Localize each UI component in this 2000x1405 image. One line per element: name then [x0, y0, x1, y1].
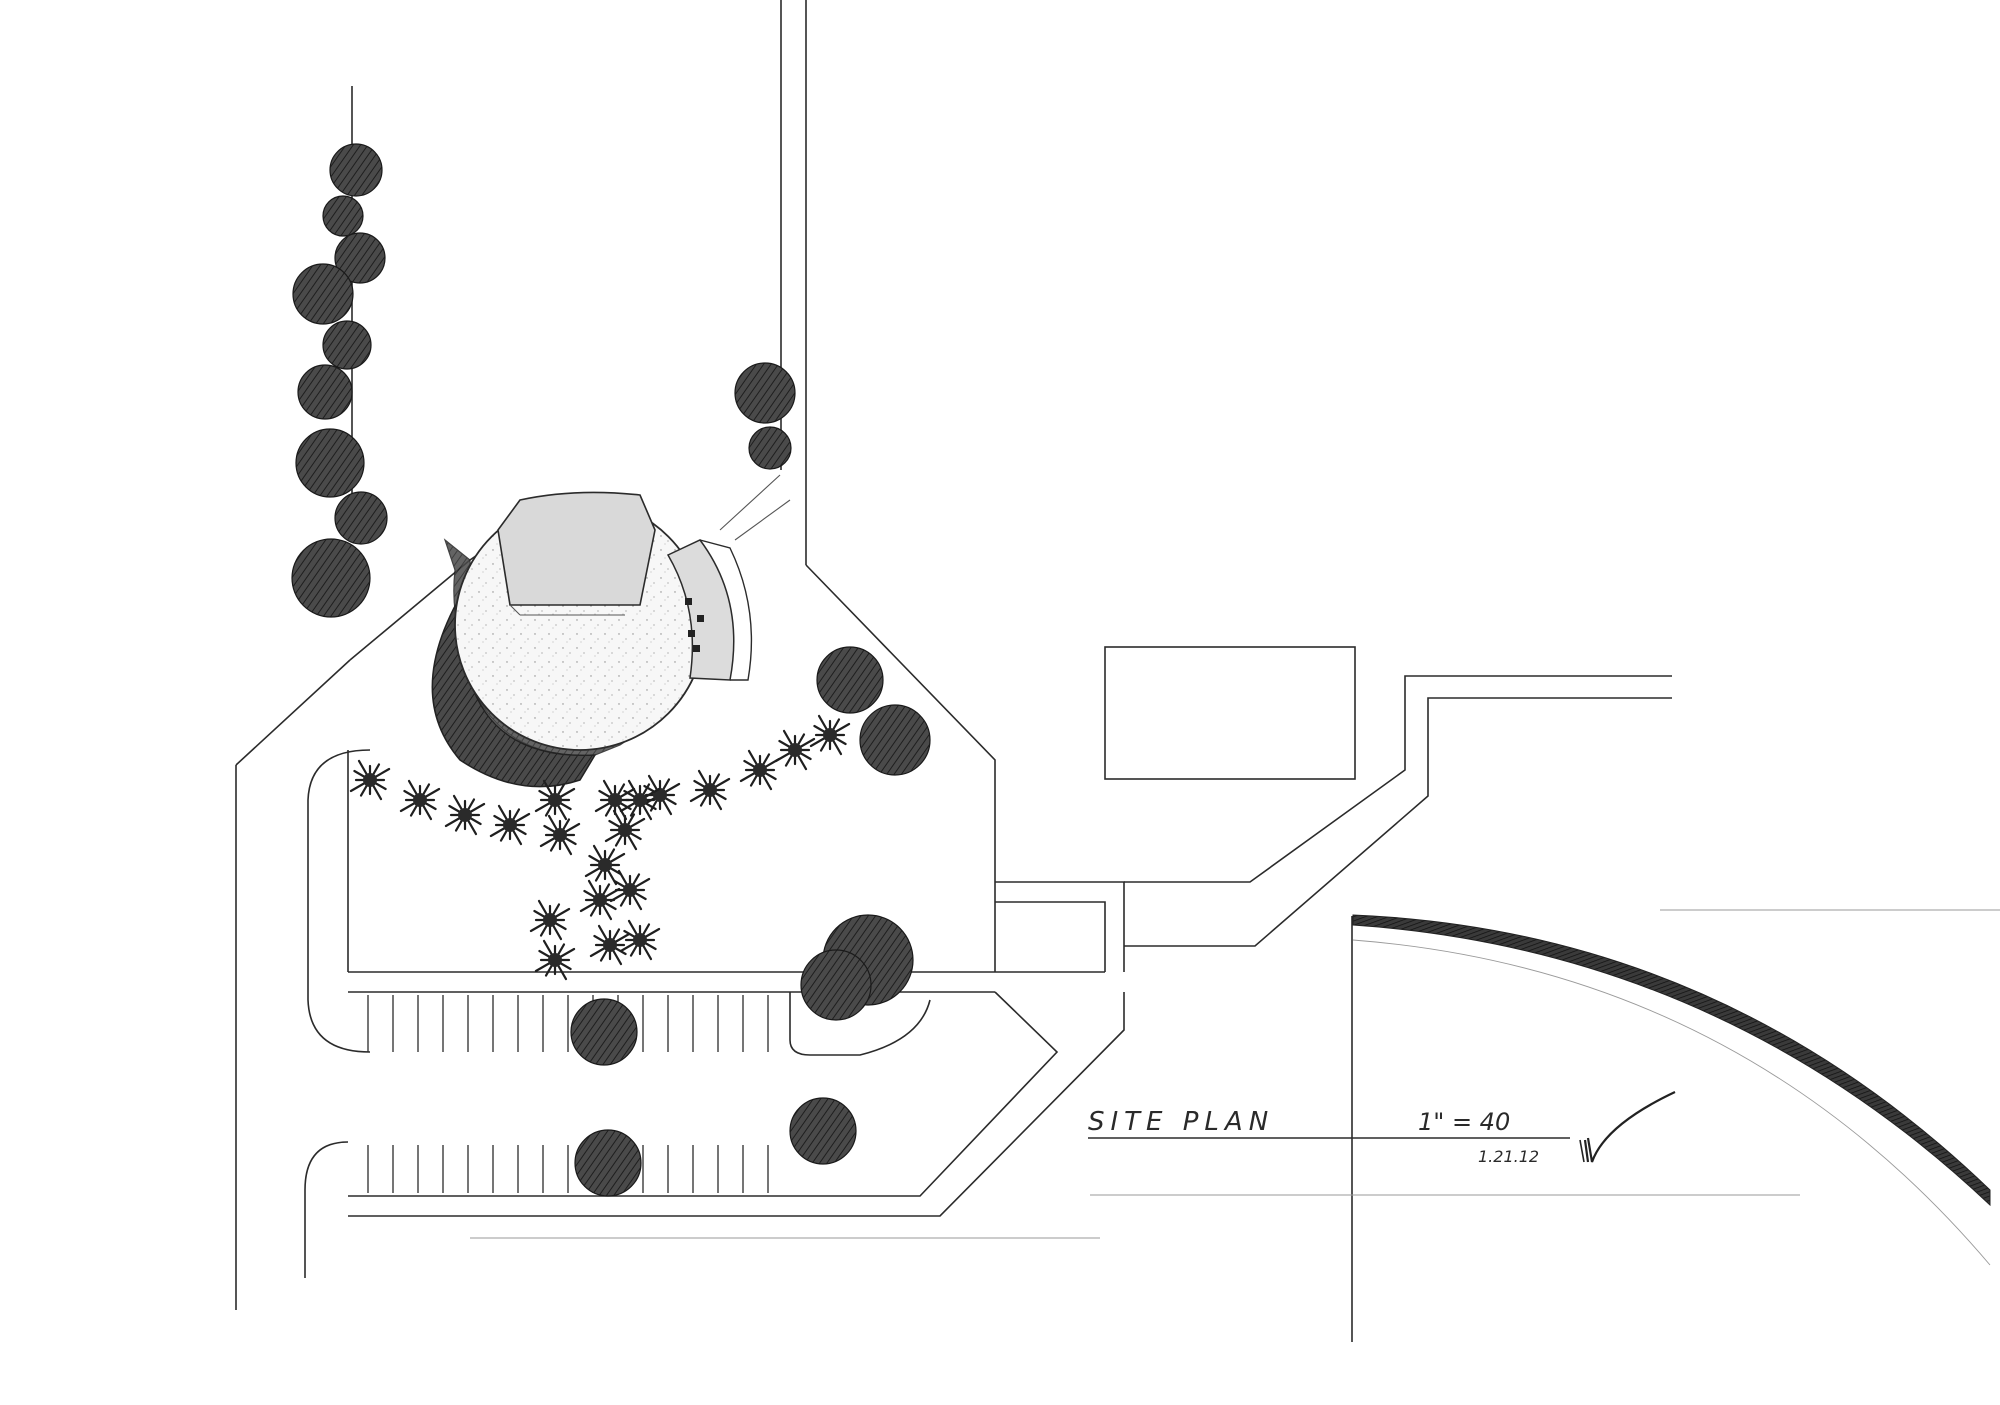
parking-stall-lines-upper [367, 995, 769, 1052]
hedge-row-curve [1352, 914, 1991, 1266]
parking-stalls-upper [789, 992, 931, 1056]
shrub [604, 809, 646, 851]
tree-canopy [334, 232, 386, 284]
shrub-center [413, 793, 427, 807]
shrub [609, 869, 651, 911]
shrub-center [548, 953, 562, 967]
shrub-center [623, 883, 637, 897]
drawing-date: 1.21.12 [1478, 1147, 1539, 1166]
shrub [399, 779, 441, 821]
shrub [349, 759, 391, 801]
shrub-center [458, 808, 472, 822]
shrub-center [593, 893, 607, 907]
tree-canopy [800, 949, 872, 1021]
shrub-center [633, 793, 647, 807]
title-block: SITE PLAN 1" = 40 1.21.12 [1088, 1091, 1676, 1166]
tree-canopy [295, 428, 365, 498]
tree-canopy [859, 704, 931, 776]
shrub-center [703, 783, 717, 797]
tree-canopy [748, 426, 792, 470]
shrub-center [363, 773, 377, 787]
tree-canopy [789, 1097, 857, 1165]
shrub-plantings [349, 714, 851, 981]
shrub [529, 899, 571, 941]
shrub-center [618, 823, 632, 837]
drawing-title: SITE PLAN [1088, 1107, 1274, 1137]
tree-canopy [322, 320, 372, 370]
shrub-center [753, 763, 767, 777]
shrub [584, 844, 626, 886]
shrub [619, 919, 661, 961]
shrub [534, 779, 576, 821]
shrub [534, 939, 576, 981]
circular-building [431, 474, 791, 788]
tree-canopy [734, 362, 796, 424]
shrub [774, 729, 816, 771]
shrub [809, 714, 851, 756]
shrub-center [553, 828, 567, 842]
shrub-center [598, 858, 612, 872]
tree-canopies [291, 143, 931, 1197]
tree-canopy [574, 1129, 642, 1197]
shrub-center [608, 793, 622, 807]
tree-canopy [329, 143, 383, 197]
drawing-scale: 1" = 40 [1418, 1108, 1510, 1136]
shrub-center [548, 793, 562, 807]
shrub [444, 794, 486, 836]
shrub [689, 769, 731, 811]
shrub [489, 804, 531, 846]
shrub [589, 924, 631, 966]
shrub-center [503, 818, 517, 832]
shrub [539, 814, 581, 856]
shrub-center [823, 728, 837, 742]
tree-canopy [291, 538, 371, 618]
tree-canopy [816, 646, 884, 714]
tree-canopy [297, 364, 353, 420]
shrub [619, 779, 661, 821]
north-arrow-icon [1579, 1091, 1676, 1163]
shrub [739, 749, 781, 791]
tree-canopy [292, 263, 354, 325]
tree-canopy [322, 195, 364, 237]
tree-canopy [570, 998, 638, 1066]
shrub-center [543, 913, 557, 927]
shrub-center [633, 933, 647, 947]
tree-canopy [334, 491, 388, 545]
shrub-center [603, 938, 617, 952]
shrub-center [788, 743, 802, 757]
parking-stall-lines-lower [367, 1145, 769, 1193]
